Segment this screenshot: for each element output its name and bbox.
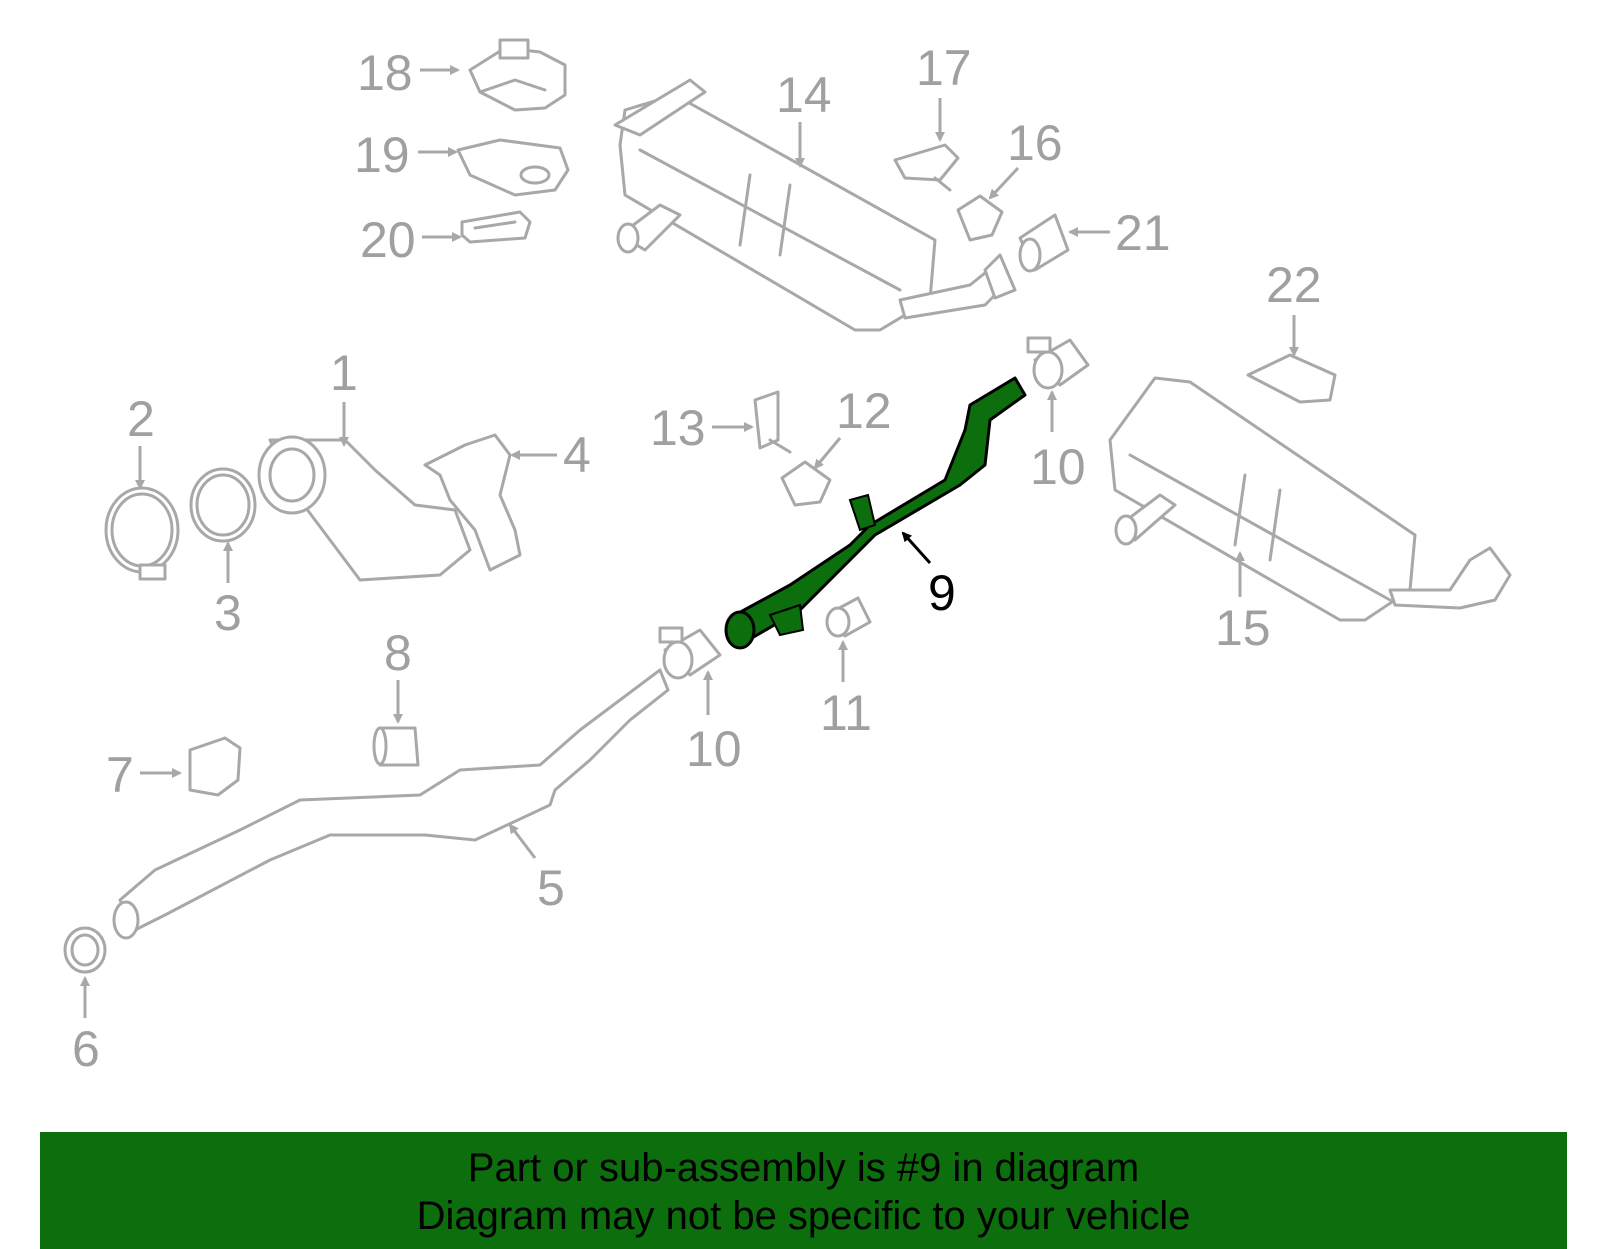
part-12-rubber-mount — [780, 460, 832, 507]
callout-10-lower[interactable]: 10 — [686, 721, 742, 777]
callout-16[interactable]: 16 — [1007, 115, 1063, 171]
part-4-heat-shield — [423, 433, 522, 572]
part-2-clamp — [104, 486, 180, 581]
part-6-gasket — [63, 926, 107, 974]
banner-line-1: Part or sub-assembly is #9 in diagram — [467, 1146, 1140, 1190]
part-3-gasket — [189, 467, 257, 543]
callout-10-upper[interactable]: 10 — [1030, 439, 1086, 495]
part-19-bracket — [456, 138, 570, 197]
banner-line-2: Diagram may not be specific to your vehi… — [416, 1194, 1191, 1238]
callout-5[interactable]: 5 — [537, 860, 565, 916]
leader-arrows — [80, 65, 1299, 1018]
part-22-bracket — [1246, 353, 1337, 404]
part-10-clamp-lower — [658, 626, 722, 680]
exhaust-system-diagram: 1 2 3 4 5 6 7 8 9 10 10 11 12 13 14 15 1… — [63, 38, 1512, 1077]
callout-14[interactable]: 14 — [776, 67, 832, 123]
callout-21[interactable]: 21 — [1115, 205, 1171, 261]
part-5-front-pipe — [112, 668, 670, 940]
part-1-catalytic-converter — [257, 435, 472, 582]
callout-18[interactable]: 18 — [357, 45, 413, 101]
callout-2[interactable]: 2 — [127, 391, 155, 447]
callout-12[interactable]: 12 — [836, 383, 892, 439]
callout-labels: 1 2 3 4 5 6 7 8 9 10 10 11 12 13 14 15 1… — [72, 40, 1322, 1077]
part-7-bracket — [188, 736, 242, 797]
part-13-hanger — [753, 390, 792, 454]
part-info-banner: Part or sub-assembly is #9 in diagram Di… — [40, 1132, 1567, 1249]
callout-22[interactable]: 22 — [1266, 257, 1322, 313]
callout-7[interactable]: 7 — [106, 747, 134, 803]
callout-3[interactable]: 3 — [214, 585, 242, 641]
part-9-intermediate-pipe-highlighted — [724, 376, 1027, 650]
callout-20[interactable]: 20 — [360, 212, 416, 268]
callout-13[interactable]: 13 — [650, 400, 706, 456]
part-17-hanger — [893, 143, 960, 192]
callout-4[interactable]: 4 — [563, 427, 591, 483]
part-21-tail-pipe-tip — [1018, 213, 1070, 273]
part-14-rear-muffler — [613, 78, 1017, 332]
part-18-pressure-sensor — [468, 38, 567, 112]
callout-19[interactable]: 19 — [354, 127, 410, 183]
part-11-bushing — [825, 596, 872, 638]
part-8-sleeve — [372, 726, 420, 767]
callout-6[interactable]: 6 — [72, 1021, 100, 1077]
callout-17[interactable]: 17 — [916, 40, 972, 96]
callout-9[interactable]: 9 — [928, 565, 956, 621]
part-15-rear-muffler — [1108, 376, 1512, 622]
callout-1[interactable]: 1 — [330, 345, 358, 401]
callout-8[interactable]: 8 — [384, 625, 412, 681]
part-20-clip — [460, 210, 532, 244]
callout-15[interactable]: 15 — [1215, 600, 1271, 656]
callout-11[interactable]: 11 — [820, 685, 872, 741]
part-16-rubber-mount — [956, 194, 1004, 242]
part-10-clamp-upper — [1026, 336, 1090, 390]
